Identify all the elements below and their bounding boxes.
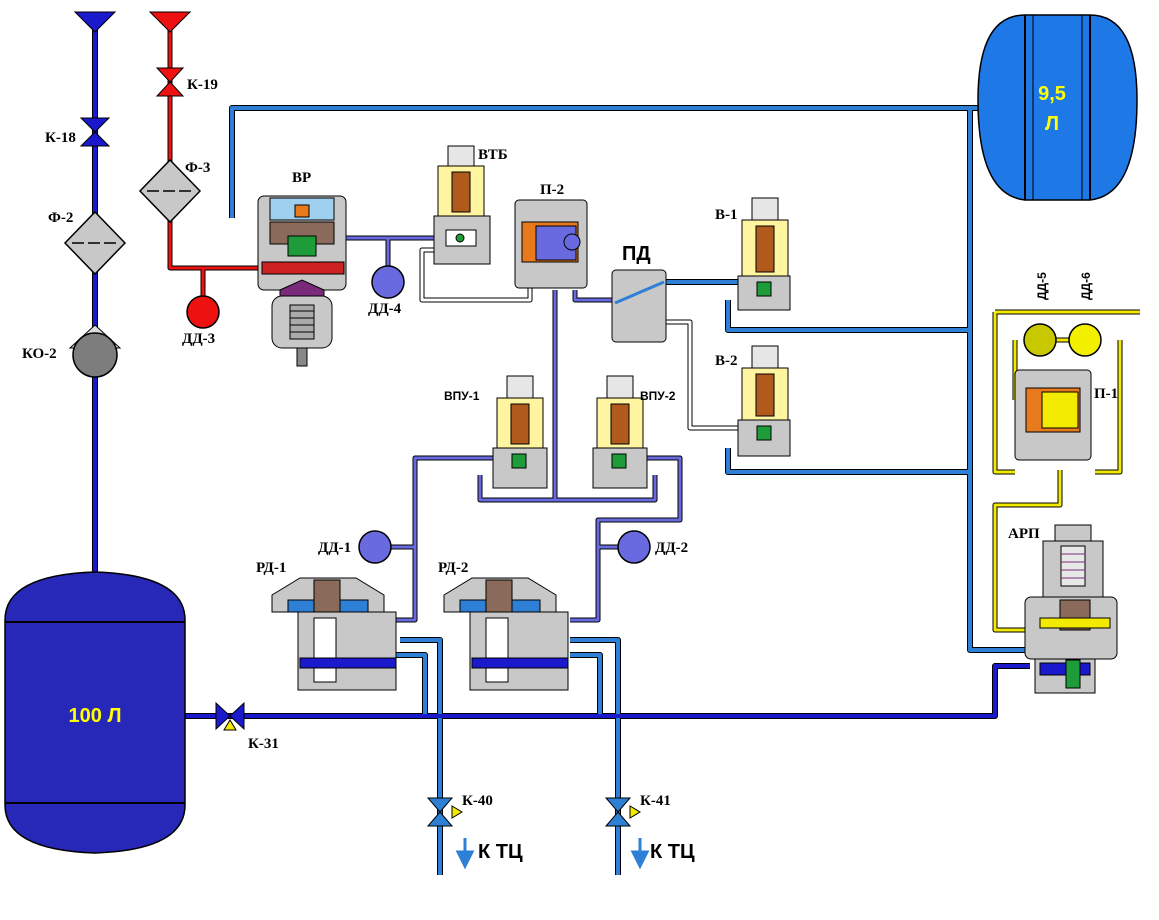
valve-arp — [1024, 524, 1118, 694]
small-tank-volume: 9,5 — [1038, 83, 1066, 105]
k19-label: К-19 — [187, 77, 218, 93]
valve-vr — [257, 195, 347, 367]
k18-label: К-18 — [45, 130, 76, 146]
main-tank — [4, 571, 186, 854]
pressure-sensor-dd1 — [358, 530, 392, 564]
v2-label: В-2 — [715, 353, 738, 369]
pipes — [92, 25, 1140, 875]
regulator-rd1 — [271, 577, 397, 691]
f2-label: Ф-2 — [48, 210, 73, 226]
pressure-sensor-dd6 — [1068, 323, 1102, 357]
pressure-sensor-dd3 — [186, 295, 220, 329]
rd2-label: РД-2 — [438, 560, 468, 576]
red-inlet-icon — [148, 11, 192, 33]
p2-label: П-2 — [540, 182, 564, 198]
blue-inlet-icon — [73, 11, 117, 33]
relay-p2 — [514, 199, 588, 289]
pressure-sensor-dd5 — [1023, 323, 1057, 357]
valve-k31[interactable] — [215, 701, 245, 731]
vtb-label: ВТБ — [478, 147, 508, 163]
arrow-down-icon — [630, 838, 650, 870]
pressure-sensor-dd2 — [617, 530, 651, 564]
f3-label: Ф-3 — [185, 160, 210, 176]
pressure-sensor-dd4 — [371, 265, 405, 299]
v1-label: В-1 — [715, 207, 738, 223]
p1-label: П-1 — [1094, 386, 1118, 402]
relay-p1 — [1014, 369, 1092, 461]
valve-vtb — [433, 145, 491, 265]
valve-k40[interactable] — [426, 797, 463, 827]
relay-pd — [611, 269, 667, 343]
vr-label: ВР — [292, 170, 311, 186]
valve-v2 — [737, 345, 791, 457]
rd1-label: РД-1 — [256, 560, 286, 576]
k40-label: К-40 — [462, 793, 493, 809]
valve-vpu1 — [492, 375, 548, 489]
pd-label: ПД — [622, 243, 651, 265]
ktc1-label: К ТЦ — [478, 841, 523, 863]
k41-label: К-41 — [640, 793, 671, 809]
check-valve-ko2 — [68, 324, 122, 378]
main-tank-volume: 100 Л — [69, 705, 122, 727]
valve-k41[interactable] — [604, 797, 641, 827]
arrow-down-icon — [455, 838, 475, 870]
arp-label: АРП — [1008, 526, 1040, 542]
dd6-label: ДД-6 — [1079, 272, 1093, 300]
k31-label: К-31 — [248, 736, 279, 752]
valve-v1 — [737, 197, 791, 311]
valve-k18[interactable] — [79, 117, 111, 147]
dd3-label: ДД-3 — [182, 331, 215, 347]
regulator-rd2 — [443, 577, 569, 691]
dd5-label: ДД-5 — [1035, 272, 1049, 300]
dd2-label: ДД-2 — [655, 540, 688, 556]
vpu2-label: ВПУ-2 — [640, 389, 676, 403]
vpu1-label: ВПУ-1 — [444, 389, 480, 403]
dd1-label: ДД-1 — [318, 540, 351, 556]
ko2-label: КО-2 — [22, 346, 57, 362]
dd4-label: ДД-4 — [368, 301, 402, 317]
valve-vpu2 — [592, 375, 648, 489]
valve-k19[interactable] — [155, 67, 185, 97]
filter-f2 — [63, 210, 127, 276]
ktc2-label: К ТЦ — [650, 841, 695, 863]
small-tank-unit: Л — [1045, 113, 1059, 135]
small-tank — [977, 14, 1138, 201]
filter-f3 — [138, 158, 202, 224]
